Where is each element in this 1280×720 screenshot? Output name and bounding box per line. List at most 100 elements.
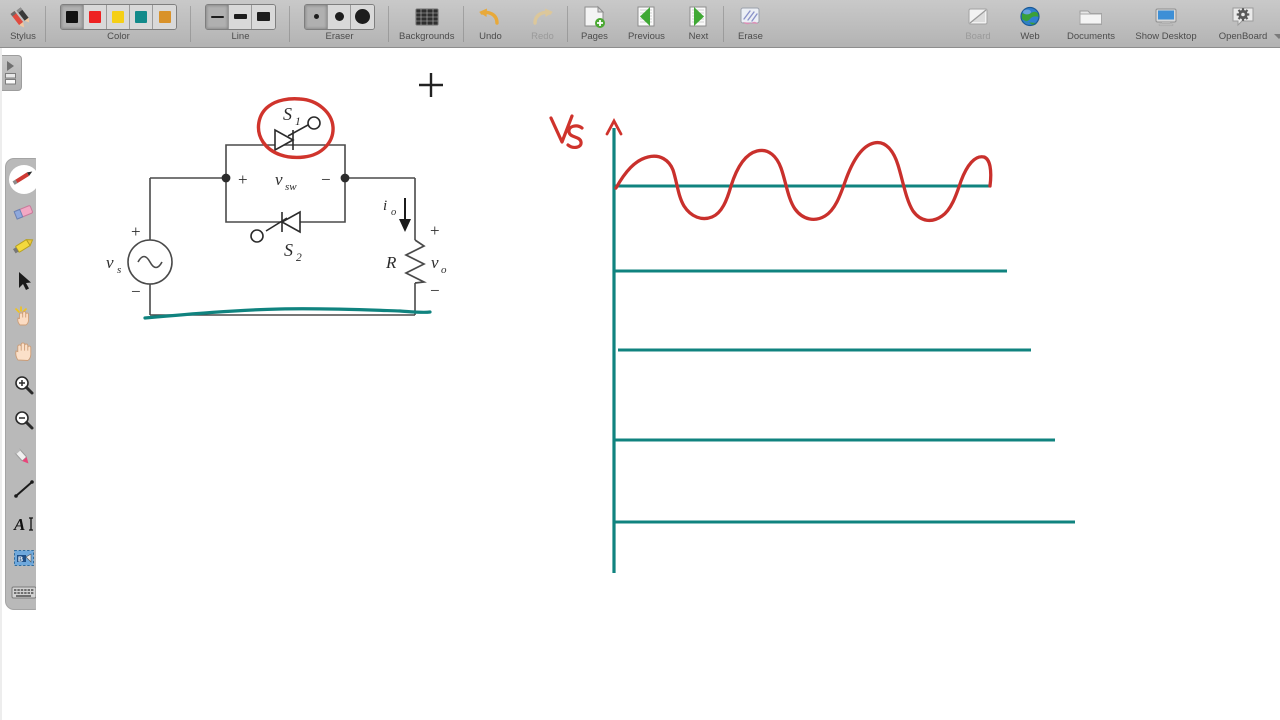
pages-button[interactable]: Pages bbox=[568, 0, 620, 48]
pan-hand-icon bbox=[12, 340, 36, 362]
stylus-pens-icon bbox=[9, 5, 37, 29]
label-vo-minus: − bbox=[430, 281, 440, 300]
chart-title-vs bbox=[549, 114, 584, 149]
show-desktop-button[interactable]: Show Desktop bbox=[1126, 0, 1206, 48]
web-label: Web bbox=[1020, 31, 1040, 42]
folder-icon bbox=[1077, 4, 1105, 30]
node-left bbox=[221, 173, 231, 183]
board-icon bbox=[965, 4, 991, 30]
monitor-icon bbox=[1152, 4, 1180, 30]
color-swatch-group[interactable] bbox=[60, 3, 177, 30]
pen-tool-icon bbox=[12, 168, 36, 190]
panel-stack-icon bbox=[5, 73, 16, 85]
web-button[interactable]: Web bbox=[1004, 0, 1056, 48]
previous-button[interactable]: Previous bbox=[620, 0, 672, 48]
tool-line[interactable] bbox=[8, 473, 40, 506]
canvas-left-rule bbox=[0, 48, 2, 720]
resistor-R bbox=[404, 239, 427, 284]
line-width-thick[interactable] bbox=[252, 4, 275, 29]
globe-icon bbox=[1017, 4, 1043, 30]
label-io-sub: o bbox=[391, 207, 396, 218]
arrow-pointer-icon bbox=[13, 270, 35, 292]
whiteboard-canvas[interactable]: v s + − S 1 S 2 v sw + − i o R bbox=[36, 48, 1280, 720]
red-circle-around-s1 bbox=[256, 97, 335, 160]
show-desktop-label: Show Desktop bbox=[1135, 31, 1197, 42]
chevron-down-icon[interactable] bbox=[1274, 34, 1280, 39]
laser-hand-icon bbox=[12, 305, 36, 327]
virtual-keyboard-icon bbox=[11, 585, 37, 601]
eraser-size-medium[interactable] bbox=[328, 4, 351, 29]
color-swatch-orange[interactable] bbox=[153, 4, 176, 29]
undo-arrow-icon bbox=[477, 4, 503, 30]
documents-label: Documents bbox=[1066, 31, 1116, 42]
thyristor-s2 bbox=[250, 210, 301, 243]
tool-zoom-out[interactable] bbox=[8, 403, 40, 436]
toolbar-group-backgrounds[interactable]: Backgrounds bbox=[389, 0, 465, 48]
chart-title-text: Vs bbox=[551, 144, 552, 145]
node-right bbox=[340, 173, 350, 183]
openboard-menu-button[interactable]: OpenBoard bbox=[1206, 0, 1280, 48]
erase-all-icon bbox=[737, 4, 763, 30]
tool-capture[interactable]: B bbox=[8, 542, 40, 575]
next-button[interactable]: Next bbox=[672, 0, 725, 48]
tool-zoom-in[interactable] bbox=[8, 369, 40, 402]
previous-label: Previous bbox=[627, 31, 665, 42]
eraser-size-group[interactable] bbox=[304, 3, 375, 30]
previous-page-icon bbox=[633, 4, 659, 30]
toolbar-group-color: Color bbox=[46, 0, 191, 48]
label-vs: v bbox=[106, 253, 114, 272]
highlighter-tool-icon bbox=[12, 236, 36, 258]
page-add-icon bbox=[581, 4, 607, 30]
eraser-size-large[interactable] bbox=[351, 4, 374, 29]
color-swatch-red[interactable] bbox=[84, 4, 107, 29]
undo-button[interactable]: Undo bbox=[464, 0, 516, 48]
tool-pen[interactable] bbox=[9, 165, 39, 194]
label-s1-sub: 1 bbox=[295, 116, 301, 128]
label-vs-sub: s bbox=[117, 264, 121, 276]
line-width-medium[interactable] bbox=[229, 4, 252, 29]
tool-highlighter[interactable] bbox=[8, 230, 40, 263]
line-width-group[interactable] bbox=[205, 3, 276, 30]
thyristor-s1 bbox=[274, 116, 321, 152]
gear-speech-icon bbox=[1229, 4, 1257, 30]
tool-eraser[interactable] bbox=[8, 196, 40, 229]
svg-text:A: A bbox=[13, 515, 25, 534]
play-triangle-icon bbox=[7, 61, 14, 71]
label-io: i bbox=[383, 198, 387, 214]
line-width-thin[interactable] bbox=[206, 4, 229, 29]
magnifier-plus-icon bbox=[12, 374, 36, 396]
board-button[interactable]: Board bbox=[952, 0, 1004, 48]
color-swatch-teal[interactable] bbox=[130, 4, 153, 29]
label-vsw-sub: sw bbox=[285, 181, 297, 193]
redo-button[interactable]: Redo bbox=[516, 0, 569, 48]
documents-button[interactable]: Documents bbox=[1056, 0, 1126, 48]
toolbar-group-eraser: Eraser bbox=[290, 0, 389, 48]
top-toolbar: Stylus Color bbox=[0, 0, 1280, 48]
openboard-label: OpenBoard bbox=[1218, 31, 1268, 42]
left-panel-handle[interactable] bbox=[0, 55, 22, 91]
toolbar-group-stylus[interactable]: Stylus bbox=[0, 0, 46, 48]
tool-hand[interactable] bbox=[8, 334, 40, 367]
text-tool-icon: A bbox=[12, 513, 36, 535]
magnifier-minus-icon bbox=[12, 409, 36, 431]
color-swatch-black[interactable] bbox=[61, 4, 84, 29]
label-s2: S bbox=[284, 240, 293, 260]
tool-keyboard[interactable] bbox=[8, 576, 40, 609]
tool-pointer[interactable] bbox=[8, 265, 40, 298]
label-vo-sub: o bbox=[441, 264, 447, 276]
erase-button[interactable]: Erase bbox=[724, 0, 776, 48]
vs-waveform bbox=[614, 140, 993, 223]
redo-arrow-icon bbox=[529, 4, 555, 30]
tool-laser[interactable] bbox=[8, 300, 40, 333]
color-swatch-yellow[interactable] bbox=[107, 4, 130, 29]
tool-text[interactable]: A bbox=[8, 507, 40, 540]
erase-label: Erase bbox=[738, 31, 763, 42]
undo-label: Undo bbox=[479, 31, 502, 42]
tool-marker[interactable] bbox=[8, 438, 40, 471]
eraser-size-small[interactable] bbox=[305, 4, 328, 29]
label-source-plus: + bbox=[131, 222, 141, 241]
line-label: Line bbox=[231, 31, 250, 42]
crosshair-cursor bbox=[419, 73, 443, 97]
stylus-label: Stylus bbox=[10, 31, 36, 42]
